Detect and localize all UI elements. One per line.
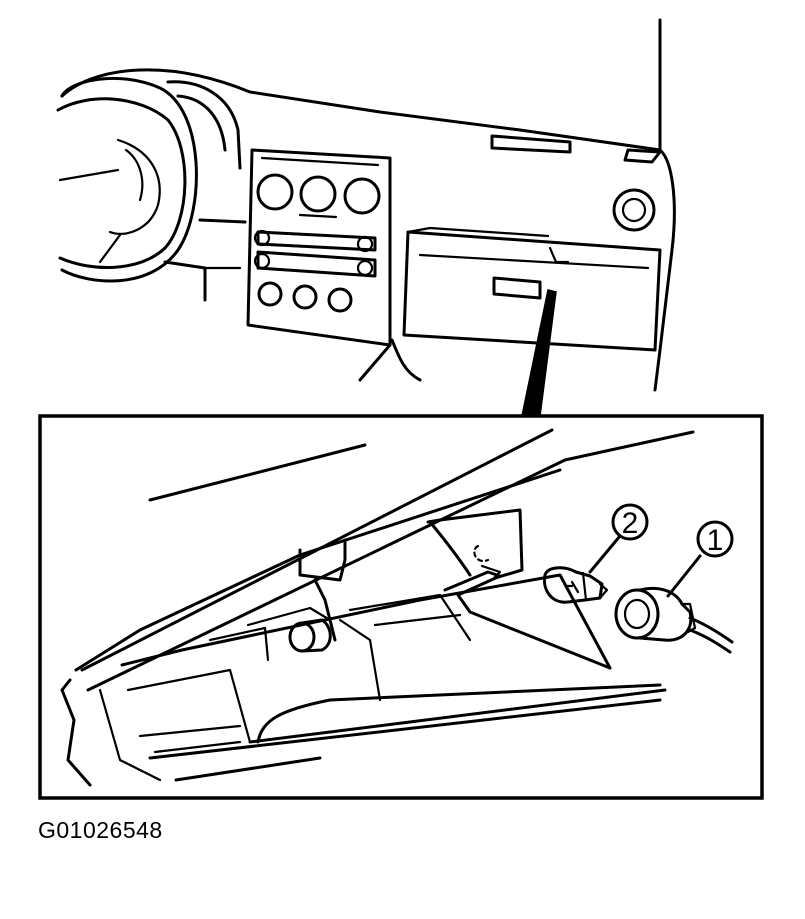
socket-part xyxy=(614,586,734,654)
callout-2-leader xyxy=(588,534,622,574)
detail-view xyxy=(60,428,695,787)
callout-2-number: 2 xyxy=(622,507,639,540)
detail-frame xyxy=(38,414,764,800)
figure-code: G01026548 xyxy=(38,817,163,843)
dashboard-overview xyxy=(56,18,676,417)
glove-box xyxy=(402,226,662,352)
center-console xyxy=(246,148,392,347)
callout-1-number: 1 xyxy=(707,524,724,557)
bulb-part xyxy=(542,566,609,604)
callout-1-leader xyxy=(666,554,702,598)
callout-2: 2 xyxy=(611,503,649,541)
steering-wheel xyxy=(56,76,198,283)
callout-1: 1 xyxy=(696,520,734,558)
detail-pointer xyxy=(521,289,557,417)
